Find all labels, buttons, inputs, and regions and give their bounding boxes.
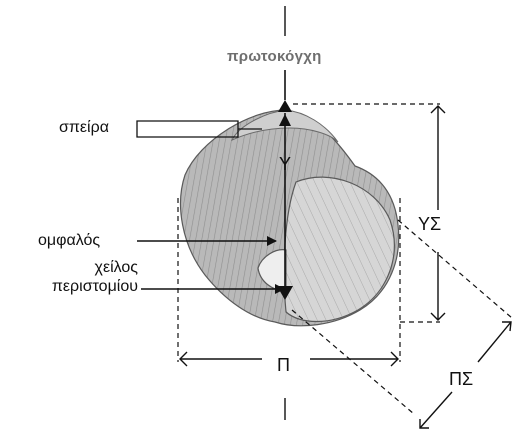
apex-marker [278, 100, 292, 112]
shell-illustration [181, 110, 399, 326]
shell-height-label: ΥΣ [418, 214, 441, 235]
peristome-label: χείλος περιστομίου [17, 258, 138, 296]
shell-width-label: ΠΣ [449, 369, 473, 390]
peristome-label-line1: χείλος [17, 258, 138, 277]
dim-ps-upper [478, 322, 511, 362]
width-label: Π [277, 355, 290, 376]
umbilicus-label: ομφαλός [38, 232, 100, 250]
spire-label: σπείρα [59, 119, 109, 137]
dim-ps-lower [420, 392, 452, 428]
height-label: Υ [279, 154, 291, 175]
peristome-label-line2: περιστομίου [17, 277, 138, 296]
apex-label: πρωτοκόγχη [227, 48, 322, 65]
